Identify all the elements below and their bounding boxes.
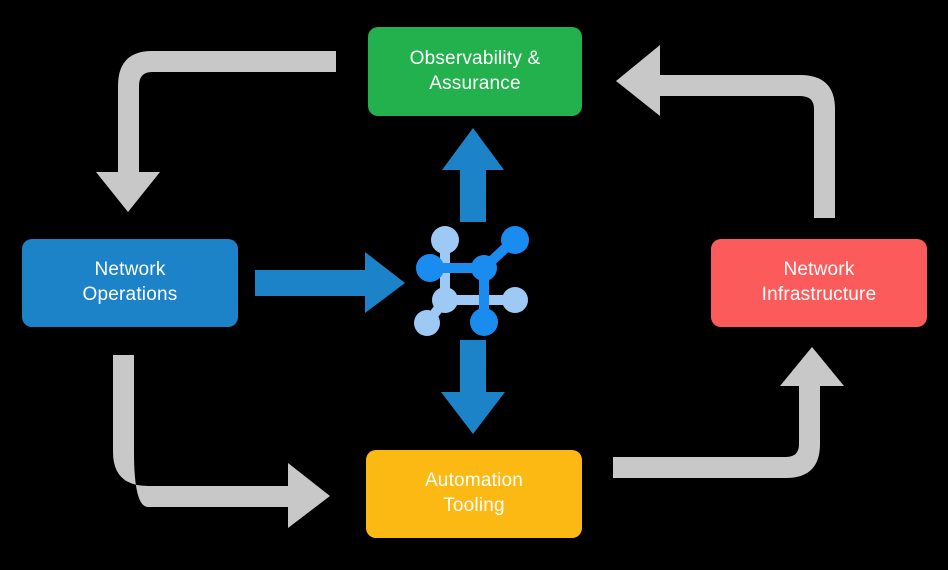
node-label-automation-tooling: Automation Tooling bbox=[424, 470, 524, 516]
connector-observability-to-network-operations-icon bbox=[96, 51, 336, 212]
arrow-center-to-automation-tooling-icon bbox=[441, 340, 505, 434]
node-box-network-operations[interactable]: Network Operations bbox=[22, 239, 238, 327]
arrow-center-to-observability-icon bbox=[442, 128, 504, 222]
node-box-automation-tooling[interactable]: Automation Tooling bbox=[366, 450, 582, 538]
arrow-network-operations-to-center-icon bbox=[255, 252, 405, 313]
connector-network-infrastructure-to-observability-icon bbox=[616, 45, 835, 218]
node-label-network-infrastructure: Network Infrastructure bbox=[761, 259, 877, 305]
connector-automation-tooling-to-network-infrastructure-icon bbox=[613, 347, 844, 478]
node-label-network-operations: Network Operations bbox=[82, 259, 178, 305]
node-box-network-infrastructure[interactable]: Network Infrastructure bbox=[711, 239, 927, 327]
topology-front-nodes bbox=[416, 226, 529, 336]
node-box-observability[interactable]: Observability & Assurance bbox=[368, 27, 582, 116]
connector-network-operations-to-automation-tooling-icon bbox=[113, 355, 330, 528]
network-topology-icon bbox=[414, 226, 529, 336]
node-label-observability: Observability & Assurance bbox=[409, 47, 541, 94]
topology-back-nodes bbox=[414, 226, 528, 336]
